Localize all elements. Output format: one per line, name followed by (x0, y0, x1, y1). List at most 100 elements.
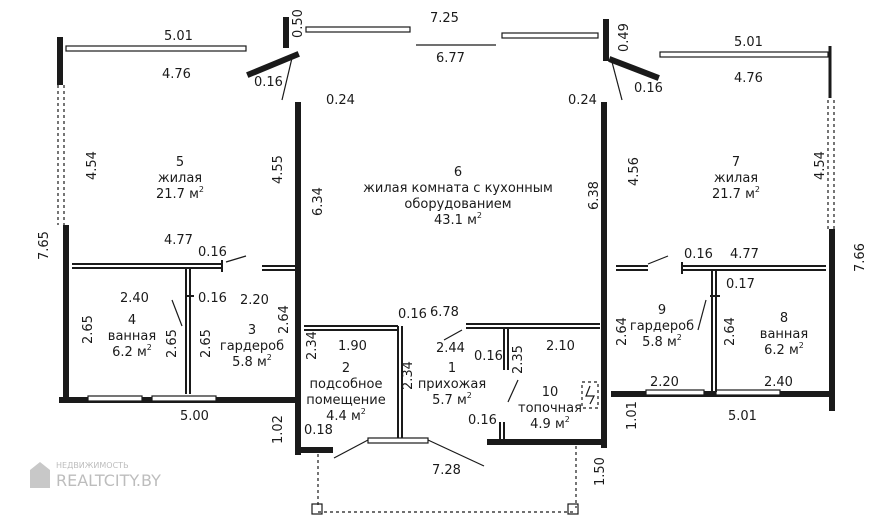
dimension-label: 4.76 (162, 67, 191, 82)
dimension-label: 2.34 (305, 331, 320, 360)
dimension-label: 0.16 (684, 247, 713, 262)
dimension-label: 2.40 (120, 291, 149, 306)
dimension-label: 0.16 (198, 245, 227, 260)
dimension-label: 0.24 (326, 93, 355, 108)
door-swing-room8 (697, 299, 707, 331)
room-name: ванная (760, 327, 808, 342)
dimension-label: 0.16 (398, 307, 427, 322)
room-area: 21.7 м2 (712, 185, 760, 202)
dimension-label: 2.35 (511, 345, 526, 374)
room-area: 4.9 м2 (530, 415, 570, 432)
entrance-door (367, 437, 429, 444)
room-number: 3 (248, 323, 256, 338)
room-name: гардероб (630, 319, 694, 334)
room-number: 2 (342, 361, 350, 376)
room-name: оборудованием (404, 197, 511, 212)
room-area: 5.7 м2 (432, 391, 472, 408)
room-number: 10 (542, 385, 559, 400)
dimension-label: 4.55 (271, 155, 286, 184)
dimension-label: 6.78 (430, 305, 459, 320)
dimension-label: 6.34 (311, 187, 326, 216)
dimension-label: 1.90 (338, 339, 367, 354)
dimension-label: 4.76 (734, 71, 763, 86)
door-swing-room7 (647, 255, 669, 265)
dimension-label: 0.24 (568, 93, 597, 108)
room-name: жилая (714, 171, 758, 186)
watermark-house-icon (30, 462, 50, 488)
room-number: 9 (658, 303, 666, 318)
room-area: 43.1 м2 (434, 211, 482, 228)
door-swing-left (281, 57, 293, 101)
door-leaf-right (608, 56, 660, 81)
dimension-label: 2.40 (764, 375, 793, 390)
dimension-label: 0.16 (468, 413, 497, 428)
balcony-doors (246, 44, 660, 101)
dimension-label: 7.28 (432, 463, 461, 478)
room-number: 6 (454, 165, 462, 180)
dimension-label: 2.65 (81, 315, 96, 344)
dimension-label: 1.01 (625, 401, 640, 430)
entrance-swing-left (333, 439, 369, 459)
room-name: топочная (518, 401, 582, 416)
window-room4 (87, 395, 143, 402)
room-number: 8 (780, 311, 788, 326)
room-name: прихожая (418, 377, 486, 392)
dimension-label: 4.56 (627, 157, 642, 186)
dimension-label: 2.65 (199, 329, 214, 358)
porch (311, 446, 579, 515)
porch-post-right (567, 503, 579, 515)
dimension-label: 2.20 (240, 293, 269, 308)
dimension-label: 2.10 (546, 339, 575, 354)
windows (57, 26, 835, 402)
dimension-label: 0.16 (634, 81, 663, 96)
room-name: гардероб (220, 339, 284, 354)
dimension-label: 0.50 (291, 9, 306, 38)
room-number: 5 (176, 155, 184, 170)
dimension-label: 4.54 (813, 151, 828, 180)
dimension-label: 5.01 (728, 409, 757, 424)
room-number: 7 (732, 155, 740, 170)
porch-post-left (311, 503, 323, 515)
dimension-label: 5.01 (164, 29, 193, 44)
door-swing-room4 (171, 299, 183, 327)
window-room5 (65, 45, 247, 52)
dimension-label: 2.64 (277, 305, 292, 334)
entrance-swing-right (427, 439, 485, 467)
room-area: 6.2 м2 (764, 341, 804, 358)
dimension-label: 0.18 (304, 423, 333, 438)
door-swing-room10 (507, 379, 519, 403)
dimension-label: 4.77 (730, 247, 759, 262)
dimension-label: 2.65 (165, 329, 180, 358)
room-area: 5.8 м2 (642, 333, 682, 350)
dimension-label: 6.38 (587, 181, 602, 210)
dimension-label: 2.20 (650, 375, 679, 390)
dimension-labels: 5.01 4.76 0.50 0.16 7.25 6.77 0.49 0.16 … (37, 9, 868, 486)
dimension-label: 2.64 (723, 317, 738, 346)
dimension-label: 0.17 (726, 277, 755, 292)
door-swing-room5 (225, 255, 247, 263)
dimension-label: 1.02 (271, 415, 286, 444)
watermark-brand: REALTCITY.BY (56, 471, 161, 490)
dimension-label: 6.77 (436, 51, 465, 66)
partitions (72, 255, 826, 467)
dimension-label: 0.16 (254, 75, 283, 90)
boiler-lightning-icon (585, 385, 595, 405)
dimension-label: 0.16 (198, 291, 227, 306)
room-area: 4.4 м2 (326, 407, 366, 424)
window-top-left (305, 26, 411, 33)
window-room3 (151, 395, 217, 402)
dimension-label: 7.65 (37, 231, 52, 260)
room-number: 1 (448, 361, 456, 376)
room-name: жилая комната с кухонным (363, 181, 553, 196)
room-area: 21.7 м2 (156, 185, 204, 202)
room-number: 4 (128, 313, 136, 328)
window-top-right (501, 32, 599, 39)
window-room8 (715, 389, 781, 396)
dimension-label: 0.49 (617, 23, 632, 52)
door-swing-right (611, 61, 623, 101)
room-name: подсобное (309, 377, 382, 392)
dimension-label: 4.77 (164, 233, 193, 248)
room-name: жилая (158, 171, 202, 186)
dimension-label: 2.64 (615, 317, 630, 346)
